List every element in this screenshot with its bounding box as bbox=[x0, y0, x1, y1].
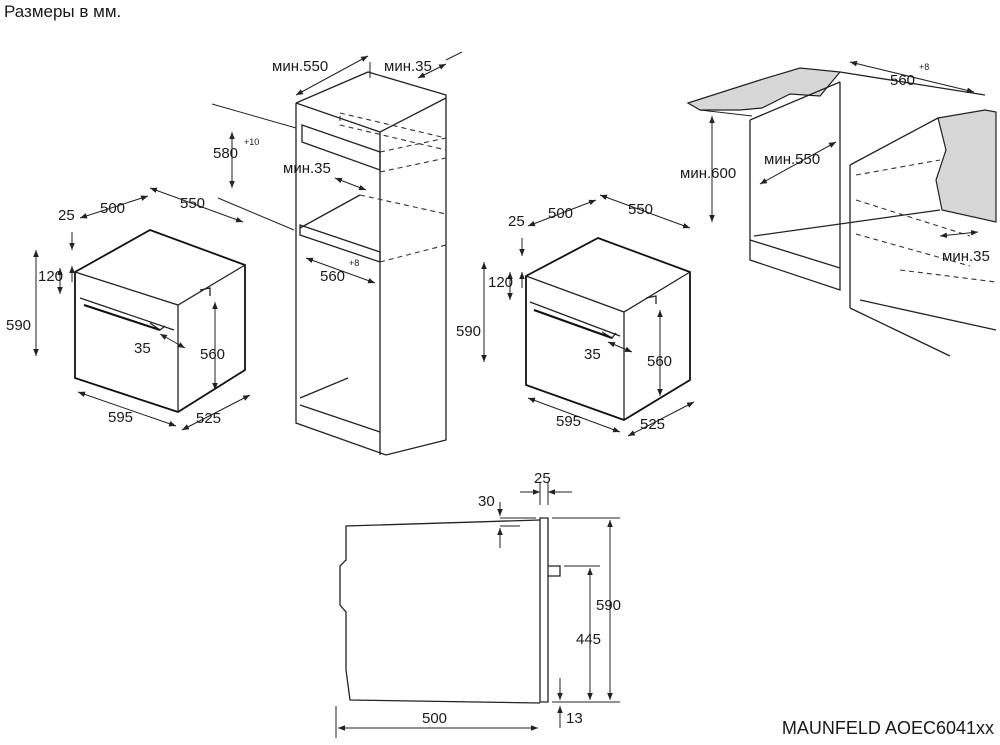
undercounter-cabinet: мин.600 мин.550 560 +8 мин.35 bbox=[680, 60, 997, 357]
tall-cabinet: мин.550 мин.35 580 +10 мин.35 560 +8 bbox=[211, 51, 463, 456]
dim-left-25: 25 bbox=[58, 207, 75, 224]
oven-right: 500 550 25 120 590 560 35 595 525 bbox=[456, 194, 695, 437]
dim-right-500: 500 bbox=[548, 205, 573, 222]
dim-cabinet-560: 560 bbox=[320, 268, 345, 285]
dim-left-35: 35 bbox=[134, 340, 151, 357]
dim-undercounter-560: 560 bbox=[890, 72, 915, 89]
dim-right-525: 525 bbox=[640, 416, 665, 433]
page-title: Размеры в мм. bbox=[4, 2, 122, 21]
dim-left-525: 525 bbox=[196, 410, 221, 427]
dim-right-595: 595 bbox=[556, 413, 581, 430]
dim-right-590: 590 bbox=[456, 323, 481, 340]
dim-left-595: 595 bbox=[108, 409, 133, 426]
dim-cabinet-580-tolerance: +10 bbox=[244, 137, 259, 147]
dim-undercounter-min35: мин.35 bbox=[942, 248, 990, 265]
dim-undercounter-min600: мин.600 bbox=[680, 165, 736, 182]
dim-right-560: 560 bbox=[647, 353, 672, 370]
dim-cabinet-580: 580 bbox=[213, 145, 238, 162]
dim-left-120: 120 bbox=[38, 268, 63, 285]
dim-side-25: 25 bbox=[534, 470, 551, 487]
dim-side-500: 500 bbox=[422, 710, 447, 727]
dim-cabinet-min35-inner: мин.35 bbox=[283, 160, 331, 177]
dim-left-590: 590 bbox=[6, 317, 31, 334]
dim-side-30: 30 bbox=[478, 493, 495, 510]
side-view: 25 30 590 445 500 13 bbox=[335, 470, 621, 738]
dim-left-550: 550 bbox=[180, 195, 205, 212]
dim-left-560: 560 bbox=[200, 346, 225, 363]
dim-left-500: 500 bbox=[100, 200, 125, 217]
dim-side-13: 13 bbox=[566, 710, 583, 727]
dim-side-590: 590 bbox=[596, 597, 621, 614]
dim-cabinet-min550: мин.550 bbox=[272, 58, 328, 75]
dim-cabinet-560-tolerance: +8 bbox=[349, 258, 359, 268]
dim-undercounter-min550: мин.550 bbox=[764, 151, 820, 168]
dim-right-35: 35 bbox=[584, 346, 601, 363]
dim-undercounter-560-tolerance: +8 bbox=[919, 62, 929, 72]
dim-side-445: 445 bbox=[576, 631, 601, 648]
dim-right-25: 25 bbox=[508, 213, 525, 230]
dim-right-120: 120 bbox=[488, 274, 513, 291]
dim-cabinet-min35: мин.35 bbox=[384, 58, 432, 75]
oven-left: 500 550 25 120 590 560 35 595 525 bbox=[6, 187, 251, 431]
dim-right-550: 550 bbox=[628, 201, 653, 218]
model-label: MAUNFELD AOEC6041xx bbox=[781, 718, 994, 738]
